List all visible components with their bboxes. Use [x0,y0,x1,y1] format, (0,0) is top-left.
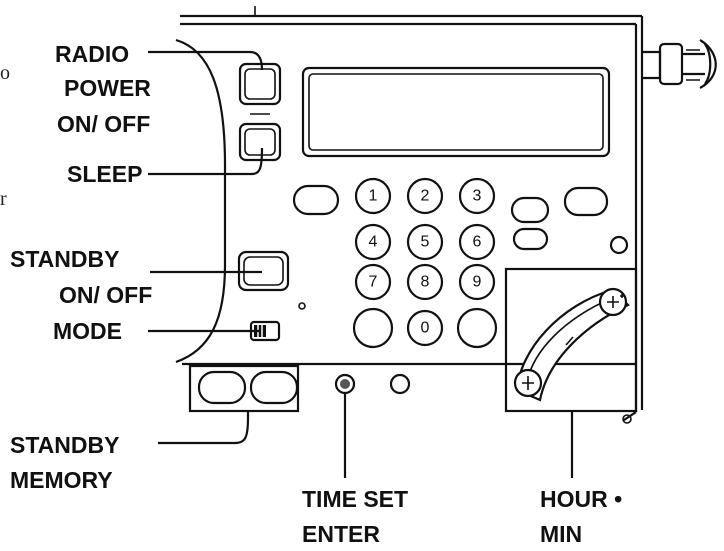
side-button-upper[interactable] [510,196,550,224]
keypad-label-9: 9 [473,274,482,291]
margin-letter-o: o [0,62,10,84]
keypad-key-2[interactable]: 2 [406,177,444,215]
keypad-label-2: 2 [421,188,430,205]
keypad-label-3: 3 [473,188,482,205]
side-button-right[interactable] [563,186,609,217]
callout-labels: RADIO POWER ON/ OFF SLEEP STANDBY ON/ OF… [10,41,622,547]
keypad-key-9[interactable]: 9 [458,263,496,301]
keypad-label-4: 4 [369,234,378,251]
side-button-lower[interactable] [512,227,549,251]
keypad-label-1: 1 [369,188,378,205]
label-min: MIN [540,521,582,547]
label-memory: MEMORY [10,467,113,493]
margin-letter-r: r [0,188,7,210]
strap-clip [642,39,717,89]
keypad-key-0[interactable]: 0 [406,309,444,347]
keypad-blank-key-left[interactable] [352,307,394,349]
keypad-key-4[interactable]: 4 [354,223,392,261]
standby-memory-button-2[interactable] [249,370,299,405]
hour-min-rocker[interactable] [513,287,630,402]
label-time-set: TIME SET [302,486,408,512]
standby-memory-button-1[interactable] [197,370,247,405]
standby-onoff-button[interactable] [237,250,290,292]
aux-round-button[interactable] [389,373,411,395]
keypad-key-7[interactable]: 7 [354,263,392,301]
label-mode: MODE [53,318,122,344]
label-sleep: SLEEP [67,161,142,187]
keypad-key-6[interactable]: 6 [458,223,496,261]
device-body [175,6,644,424]
label-onoff-standby: ON/ OFF [59,282,152,308]
label-standby: STANDBY [10,246,119,272]
keypad-blank-key-right[interactable] [456,307,498,349]
keypad-key-5[interactable]: 5 [406,223,444,261]
keypad-label-0: 0 [421,320,430,337]
lcd-display [301,66,611,158]
keypad-label-7: 7 [369,274,378,291]
keypad-key-1[interactable]: 1 [354,177,392,215]
label-radio: RADIO [55,41,129,67]
label-power: POWER [64,75,151,101]
indicator-lamp-icon [298,302,306,310]
label-enter: ENTER [302,521,380,547]
keypad-label-5: 5 [421,234,430,251]
numeric-keypad: 1 2 3 4 5 6 7 8 [292,177,629,349]
keypad-label-8: 8 [421,274,430,291]
keypad-key-8[interactable]: 8 [406,263,444,301]
radio-power-button[interactable] [238,62,282,106]
small-round-button[interactable] [609,235,629,255]
leader-lines [148,50,574,478]
time-set-enter-button-cap [340,379,350,389]
keypad-key-3[interactable]: 3 [458,177,496,215]
sleep-button[interactable] [238,122,282,162]
keypad-side-button-left[interactable] [292,184,340,216]
label-standby-memory-top: STANDBY [10,432,119,458]
label-hour: HOUR • [540,486,622,512]
keypad-label-6: 6 [473,234,482,251]
label-onoff-power: ON/ OFF [57,111,150,137]
